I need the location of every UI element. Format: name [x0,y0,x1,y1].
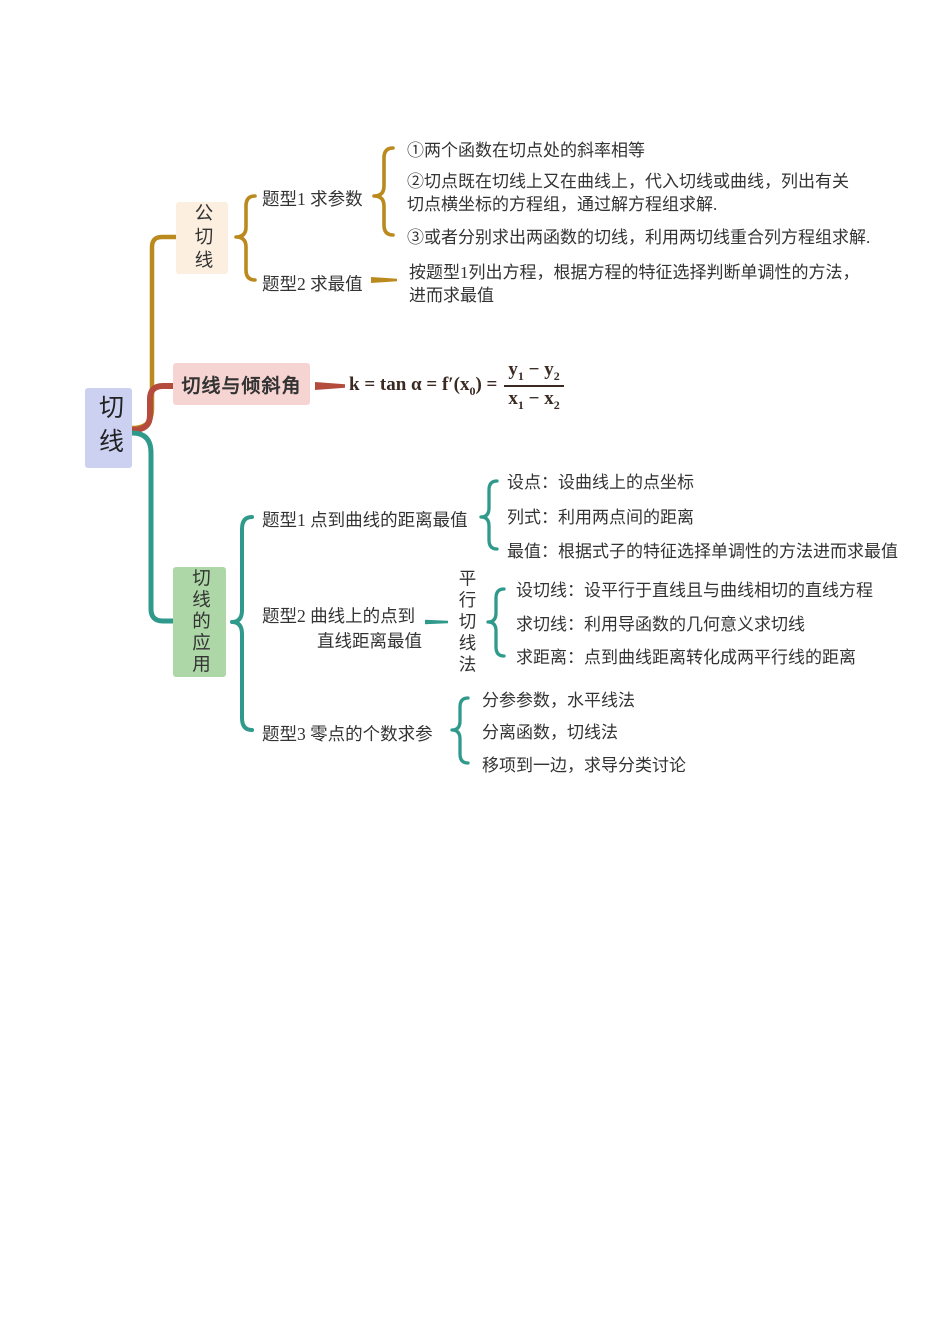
label-app-tixing2-line2: 直线距离最值 [317,631,422,651]
teal-brace-zero-items [450,696,470,765]
item-move-terms: 移项到一边，求导分类讨论 [482,756,686,775]
item-find-tangent: 求切线：利用导函数的几何意义求切线 [516,615,805,634]
root-node-tangent: 切线 [85,388,132,468]
label-app-tixing1-point-to-curve: 题型1 点到曲线的距离最值 [262,510,468,530]
slope-formula: k = tan α = f′(x0) = y1 − y2 x1 − x2 [349,359,564,413]
formula-num-minus: − [523,359,545,381]
gold-dash-tixing2 [371,277,397,283]
item-slopes-equal: ①两个函数在切点处的斜率相等 [407,141,645,160]
branch-node-common-tangent-label: 公切线 [192,202,212,274]
formula-numerator: y1 − y2 [504,359,564,387]
label-tixing1-find-parameters: 题型1 求参数 [262,189,363,209]
item-separate-parameter: 分参参数，水平线法 [482,691,635,710]
formula-den-x1: x [508,388,518,409]
formula-x0-subscript: 0 [469,383,476,398]
formula-den-x2: x [544,388,554,409]
teal-brace-distance-items [479,479,499,551]
teal-brace-parallel-items [486,587,506,658]
label-parallel-tangent-method: 平行切线法 [457,569,477,677]
gold-trunk-line [129,234,179,431]
note-tixing2-method: 按题型1列出方程，根据方程的特征选择判断单调性的方法， 进而求最值 [409,263,860,305]
branch-node-tangent-inclination: 切线与倾斜角 [173,363,310,405]
formula-num-sub1: 1 [517,369,524,384]
formula-num-sub2: 2 [553,369,560,384]
item-point-on-both-curves: ②切点既在切线上又在曲线上，代入切线或曲线，列出有关 切点横坐标的方程组，通过解… [407,172,849,214]
label-app-tixing2-line1: 题型2 曲线上的点到 [262,606,416,626]
formula-denominator: x1 − x2 [504,387,563,413]
teal-dash-parallel [425,619,448,625]
teal-trunk-line [129,430,176,624]
dash-connectors [315,277,448,625]
branch-node-tangent-applications-label: 切线的应用 [189,568,210,676]
formula-fraction: y1 − y2 x1 − x2 [504,359,564,413]
item-find-distance: 求距离：点到曲线距离转化成两平行线的距离 [516,648,856,667]
branch-node-common-tangent: 公切线 [176,202,228,274]
red-dash-formula [315,382,345,390]
item-find-extremum: 最值：根据式子的特征选择单调性的方法进而求最值 [507,542,898,561]
label-app-tixing3-zero-count: 题型3 零点的个数求参 [262,724,433,744]
formula-lhs: k = tan α = f′(x0) = [349,374,497,399]
branch-node-tangent-applications: 切线的应用 [173,567,226,677]
gold-brace-items [372,146,395,237]
item-set-tangent: 设切线：设平行于直线且与曲线相切的直线方程 [516,581,873,600]
root-node-label: 切线 [95,394,123,462]
branch-node-tangent-inclination-label: 切线与倾斜角 [181,375,302,397]
label-tixing2-find-extremum: 题型2 求最值 [262,274,363,294]
label-app-tixing2-curve-to-line: 题型2 曲线上的点到 直线距离最值 [262,603,422,653]
red-trunk-line [129,383,176,433]
formula-num-y2: y [544,359,554,381]
gold-brace-tixing [234,194,257,282]
formula-num-y1: y [508,359,518,381]
formula-den-sub1: 1 [517,397,524,412]
brace-connectors [230,146,506,765]
item-write-expression: 列式：利用两点间的距离 [507,508,694,527]
item-set-point: 设点：设曲线上的点坐标 [507,473,694,492]
formula-den-sub2: 2 [553,397,560,412]
teal-brace-main [230,515,254,732]
trunk-connectors [129,234,179,624]
formula-den-minus: − [523,388,545,409]
formula-lhs-close: ) = [475,373,498,395]
item-separate-function: 分离函数，切线法 [482,723,618,742]
item-two-tangents-coincide: ③或者分别求出两函数的切线，利用两切线重合列方程组求解. [407,228,871,247]
formula-lhs-text: k = tan α = f′(x [349,373,470,395]
